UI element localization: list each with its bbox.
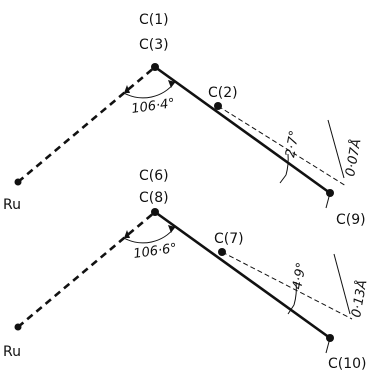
bottom-chain-bond: [154, 210, 331, 340]
top-ru-label: Ru: [3, 197, 21, 213]
top-apex-label-1: C(1): [139, 12, 169, 28]
top-angle-arc: [123, 81, 176, 99]
top-end-atom: [326, 189, 334, 197]
top-chain-bond: [154, 65, 331, 195]
top-angle-label: 106·4°: [130, 96, 175, 117]
bottom-ru-label: Ru: [3, 344, 21, 360]
top-tilt-label: 2·7°: [283, 129, 302, 158]
bottom-end-atom: [326, 334, 334, 342]
top-offset-line: [327, 119, 345, 179]
bottom-tilt-label: 4·9°: [290, 261, 309, 290]
bottom-end-label: C(10): [328, 356, 367, 372]
bottom-ru-atom: [14, 323, 22, 331]
bottom-mid-label: C(7): [214, 231, 244, 247]
top-offset-label: 0·07Å: [342, 138, 364, 178]
bottom-angle-arc: [123, 226, 176, 244]
bottom-ru-bond: [17, 211, 156, 328]
bottom-apex-atom: [151, 208, 159, 216]
top-apex-label-2: C(3): [139, 37, 169, 53]
top-angle-arrowhead-left: [124, 85, 130, 93]
top-mid-label: C(2): [208, 85, 238, 101]
bottom-angle-arrowhead-right: [168, 225, 175, 233]
bottom-mid-atom: [218, 248, 226, 256]
top-reference-line: [217, 105, 347, 187]
top-apex-atom: [151, 63, 159, 71]
bottom-offset-label: 0·13Å: [348, 279, 370, 319]
bottom-offset-line: [333, 253, 351, 315]
bottom-angle-arrowhead-left: [124, 230, 130, 238]
top-ru-bond: [17, 66, 156, 183]
bottom-apex-label-2: C(8): [139, 190, 169, 206]
top-fragment: Ru C(1) C(3) C(2) C(9) 106·4° 2·7° 0·07Å: [3, 12, 366, 228]
top-tilt-arrow: [279, 174, 287, 184]
bottom-fragment: Ru C(6) C(8) C(7) C(10) 106·6° 4·9° 0·13…: [3, 168, 371, 372]
bottom-tilt-arrow: [287, 304, 295, 315]
top-ru-atom: [14, 178, 22, 186]
bottom-apex-label-1: C(6): [139, 168, 169, 184]
top-angle-arrowhead-right: [168, 80, 175, 88]
top-tilt-arc: [285, 153, 289, 176]
bottom-angle-label: 106·6°: [132, 241, 177, 262]
bottom-tilt-arc: [293, 281, 297, 306]
bottom-reference-line: [221, 251, 353, 320]
top-end-label: C(9): [336, 212, 366, 228]
top-mid-atom: [214, 102, 222, 110]
